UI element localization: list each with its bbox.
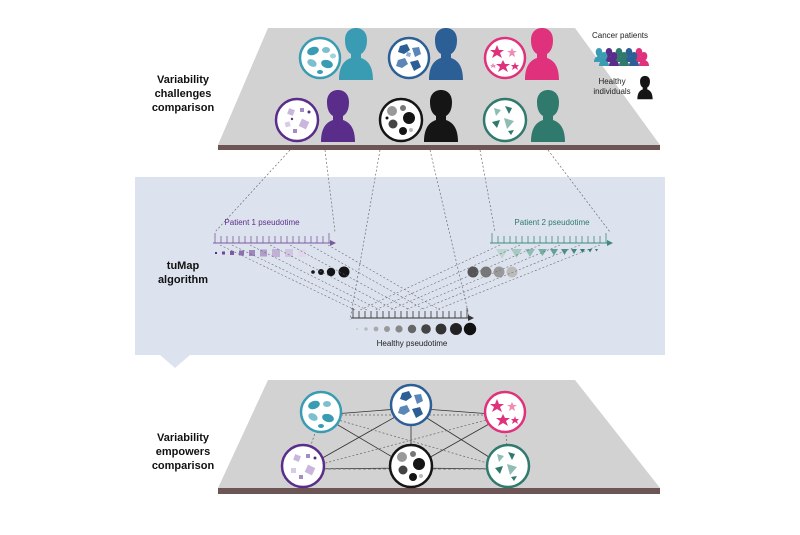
patient1-label: Patient 1 pseudotime: [224, 218, 300, 227]
healthy-cells: [355, 322, 477, 336]
legend-healthy-icon: [637, 75, 653, 100]
patient1-black-cells: [311, 266, 350, 278]
healthy-label: Healthy pseudotime: [377, 339, 448, 348]
section-label-top-3: comparison: [151, 102, 215, 114]
top-cell-purple: [274, 97, 320, 143]
legend-cancer-label: Cancer patients: [592, 31, 648, 40]
top-cell-teal: [298, 36, 342, 80]
mapping-lines-top: [214, 149, 611, 321]
top-cell-blue: [387, 36, 431, 80]
bottom-cell-black: [388, 443, 434, 489]
bottom-cell-pink: [483, 390, 527, 434]
bottom-cell-purple: [280, 443, 326, 489]
bottom-cell-green: [485, 443, 531, 489]
section-label-middle-1: tuMap: [166, 260, 200, 272]
top-cell-green: [482, 97, 528, 143]
section-label-bottom-3: comparison: [151, 460, 215, 472]
bottom-cell-blue: [389, 383, 433, 427]
patient2-timeline: Patient 2 pseudotime: [467, 218, 613, 278]
legend-cancer-icons: [594, 48, 649, 66]
patient2-label: Patient 2 pseudotime: [514, 218, 590, 227]
patient1-timeline: Patient 1 pseudotime: [213, 218, 350, 278]
section-label-bottom: Variability empowers comparison: [123, 431, 243, 473]
legend-healthy-label-1: Healthy: [598, 77, 625, 86]
pseudotime-mappings: [219, 244, 601, 311]
top-cell-pink: [483, 36, 527, 80]
algorithm-band: [135, 160, 665, 368]
legend: Cancer patients Healthy individuals: [592, 31, 653, 100]
legend-healthy-label-2: individuals: [593, 87, 630, 96]
bottom-cell-teal: [299, 390, 343, 434]
section-label-bottom-2: empowers: [155, 446, 211, 458]
section-label-middle: tuMap algorithm: [123, 259, 243, 287]
section-label-top: Variability challenges comparison: [123, 73, 243, 115]
section-label-middle-2: algorithm: [157, 274, 209, 286]
section-label-top-2: challenges: [154, 88, 212, 100]
section-label-bottom-1: Variability: [157, 432, 209, 444]
patient1-cells: [215, 249, 306, 257]
top-cell-black: [378, 97, 424, 143]
section-label-top-1: Variability: [157, 74, 209, 86]
healthy-timeline: Healthy pseudotime: [351, 308, 477, 348]
band-shape: [135, 177, 665, 368]
patient2-black-cells: [467, 266, 518, 278]
